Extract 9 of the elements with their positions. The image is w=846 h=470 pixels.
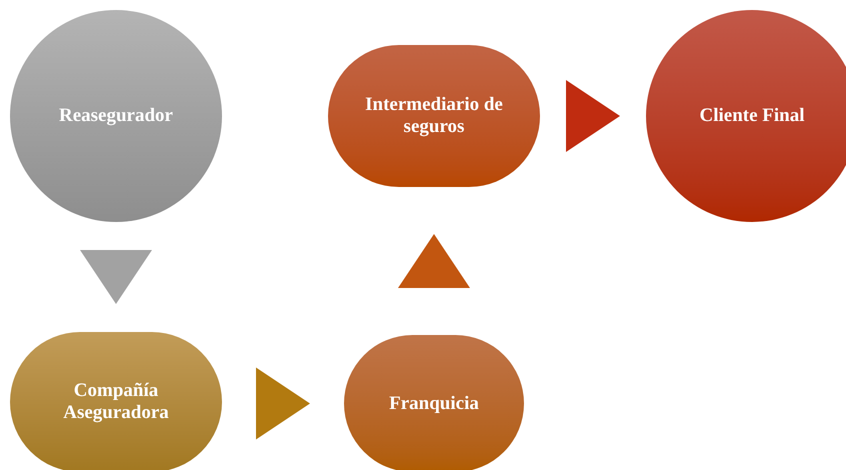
node-label: Intermediario de seguros bbox=[364, 94, 504, 138]
triangle-arrow bbox=[566, 80, 620, 152]
triangle-arrow bbox=[80, 250, 152, 304]
node-label: Cliente Final bbox=[699, 105, 805, 127]
node-label: Reasegurador bbox=[59, 105, 173, 127]
node-label: Franquicia bbox=[389, 392, 479, 414]
node-label: Compañía Aseguradora bbox=[62, 380, 170, 424]
triangle-arrow bbox=[256, 368, 310, 440]
triangle-arrow bbox=[398, 234, 470, 288]
